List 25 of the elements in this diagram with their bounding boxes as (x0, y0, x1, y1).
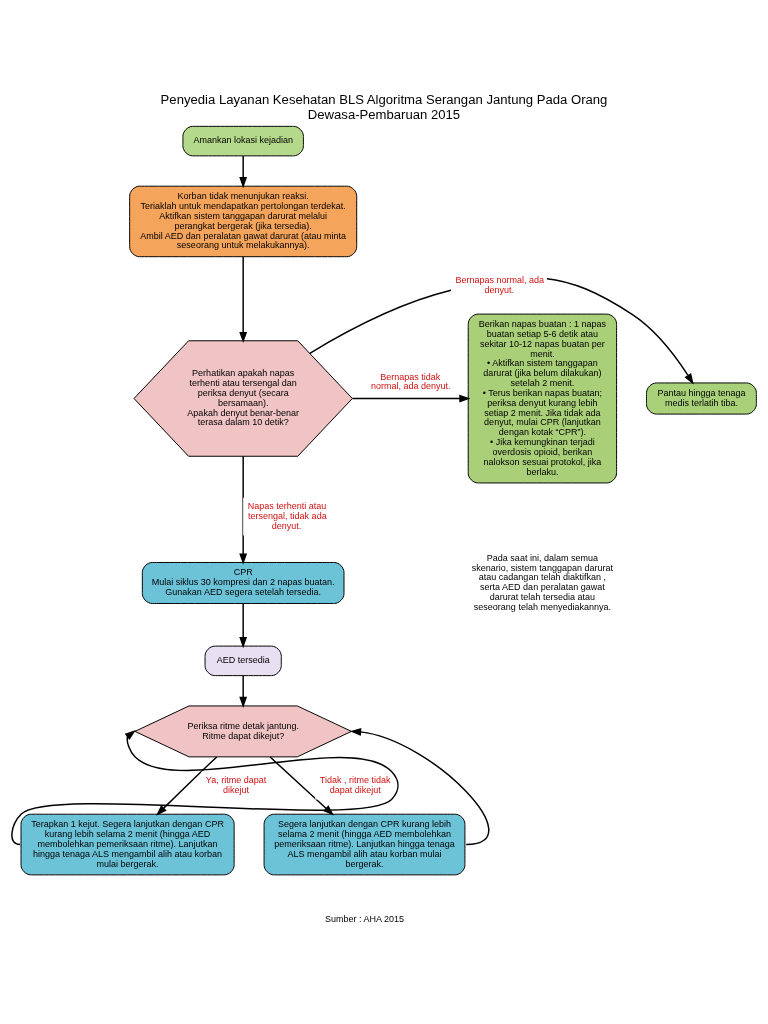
arrow (156, 755, 218, 816)
arrow (351, 394, 471, 402)
label: Sumber : AHA 2015 (324, 913, 405, 924)
edge-label: Bernapas tidak normal, ada denyut. (370, 371, 451, 391)
label: Pada saat ini, dalam semua skenario, sistem tanggapan darurat atau cadangan telah diaktifkan , serta AED dan peralatan gawat darurat telah tersedia atau seseorang telah menyediakannya. (471, 552, 613, 612)
edge-label: Napas terhenti atau tersengal, tidak ada denyut. (247, 500, 327, 531)
node-box: Berikan napas buatan : 1 napas buatan setiap 5-6 detik atau sekitar 10-12 napas buatan per menit. • Aktifkan sistem tanggapan darurat (jika belum dilakukan) setelah 2 menit. • Terus berikan napas buatan; periksa denyut kurang lebih setiap 2 menit. Jika tidak ada denyut, mulai CPR (lanjutkan dengan kotak “CPR”). • Jika kemungkinan terjadi overdosis opioid, berikan nalokson sesuai protokol, jika berlaku. (467, 313, 618, 483)
arrow (239, 602, 248, 648)
node-box: Segera lanjutkan dengan CPR kurang lebih selama 2 menit (hingga AED membolehkan pemeriksaan ritme). Lanjutkan hingga tenaga ALS mengambil alih atau korban mulai bergerak. (263, 813, 466, 875)
node-box: CPR Mulai siklus 30 kompresi dan 2 napas buatan. Gunakan AED segera setelah tersedia. (141, 561, 345, 604)
arrow (239, 255, 248, 343)
arrow (349, 727, 490, 845)
edge-label: Bernapas normal, ada denyut. (455, 274, 545, 295)
arrow (239, 454, 248, 565)
arrow (11, 729, 399, 845)
arrow (239, 674, 248, 708)
diagram-title: Penyedia Layanan Kesehatan BLS Algoritma Serangan Jantung Pada Orang Dewasa-Pembaruan 2015 (160, 91, 608, 122)
edge-label: Ya, ritme dapat dikejut (205, 774, 267, 795)
node-box: Pantau hingga tenaga medis terlatih tiba. (646, 381, 757, 415)
node-box: Korban tidak menunjukan reaksi. Teriaklah untuk mendapatkan pertolongan terdekat. Aktifkan sistem tanggapan darurat melalui perangkat bergerak (jika tersedia). Ambil AED dan peralatan gawat darurat (atau minta seseorang untuk melakukannya). (129, 185, 358, 257)
arrow (239, 154, 248, 188)
node-box: Terapkan 1 kejut. Segera lanjutkan dengan CPR kurang lebih selama 2 menit (hingga AED membolehkan pemeriksaan ritme). Lanjutkan hingga tenaga ALS mengambil alih atau korban mulai bergerak. (20, 813, 235, 875)
node-box: AED tersedia (204, 645, 282, 676)
node-box: Amankan lokasi kejadian (182, 125, 304, 156)
edge-label: Tidak , ritme tidak dapat dikejut (319, 774, 391, 795)
